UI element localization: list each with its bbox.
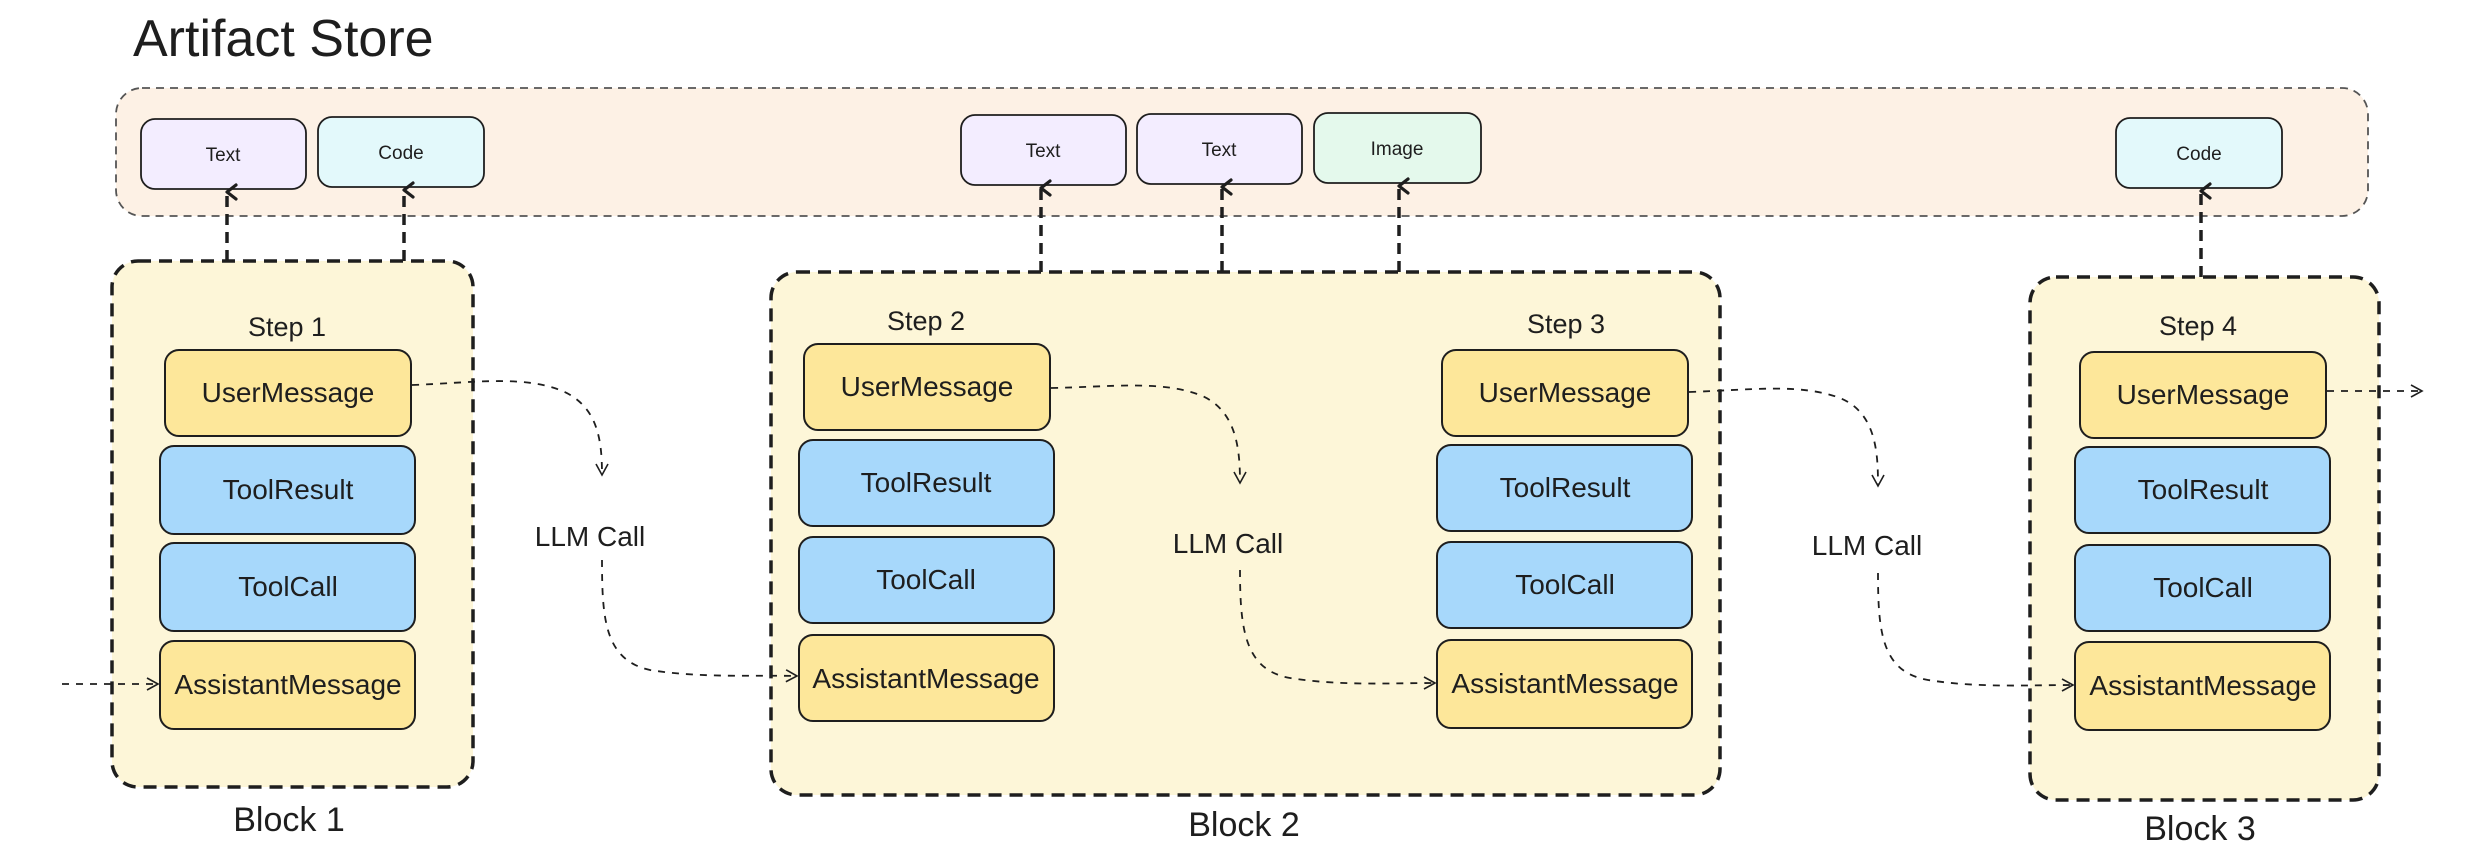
- artifact-storage-arrows: [225, 177, 2212, 277]
- svg-text:AssistantMessage: AssistantMessage: [2089, 670, 2316, 701]
- svg-text:UserMessage: UserMessage: [1479, 377, 1652, 408]
- tool-result-card: ToolResult: [1436, 444, 1693, 532]
- llm-call-label: LLM Call: [1812, 530, 1922, 561]
- svg-text:ToolResult: ToolResult: [1500, 472, 1631, 503]
- svg-text:ToolCall: ToolCall: [1515, 569, 1615, 600]
- assistant-message-card: AssistantMessage: [2074, 641, 2331, 731]
- svg-text:UserMessage: UserMessage: [2117, 379, 2290, 410]
- svg-text:AssistantMessage: AssistantMessage: [812, 663, 1039, 694]
- svg-text:Text: Text: [1026, 141, 1062, 162]
- svg-text:ToolCall: ToolCall: [238, 571, 338, 602]
- artifact-chip-code: Code: [2115, 117, 2283, 189]
- svg-text:ToolCall: ToolCall: [876, 564, 976, 595]
- assistant-message-card: AssistantMessage: [798, 634, 1055, 722]
- svg-text:UserMessage: UserMessage: [202, 377, 375, 408]
- tool-result-card: ToolResult: [159, 445, 416, 535]
- svg-text:AssistantMessage: AssistantMessage: [174, 669, 401, 700]
- step-label: Step 1: [248, 312, 326, 342]
- tool-call-card: ToolCall: [798, 536, 1055, 624]
- user-message-card: UserMessage: [164, 349, 412, 437]
- block-label: Block 1: [233, 801, 345, 839]
- block-label: Block 3: [2144, 810, 2256, 848]
- step-label: Step 4: [2159, 311, 2237, 341]
- artifact-chip-text: Text: [960, 114, 1127, 186]
- artifact-chip-text: Text: [1136, 113, 1303, 185]
- tool-call-card: ToolCall: [1436, 541, 1693, 629]
- step-label: Step 2: [887, 306, 965, 336]
- step-label: Step 3: [1527, 309, 1605, 339]
- assistant-message-card: AssistantMessage: [159, 640, 416, 730]
- svg-text:AssistantMessage: AssistantMessage: [1451, 668, 1678, 699]
- artifact-chip-code: Code: [317, 116, 485, 188]
- svg-text:ToolResult: ToolResult: [2138, 474, 2269, 505]
- artifact-chip-text: Text: [140, 118, 307, 190]
- tool-call-card: ToolCall: [159, 542, 416, 632]
- svg-text:ToolResult: ToolResult: [861, 467, 992, 498]
- user-message-card: UserMessage: [1441, 349, 1689, 437]
- svg-text:Text: Text: [206, 145, 242, 166]
- tool-call-card: ToolCall: [2074, 544, 2331, 632]
- artifact-chip-image: Image: [1313, 112, 1482, 184]
- svg-text:ToolCall: ToolCall: [2153, 572, 2253, 603]
- tool-result-card: ToolResult: [2074, 446, 2331, 534]
- page-title: Artifact Store: [133, 10, 434, 68]
- user-message-card: UserMessage: [803, 343, 1051, 431]
- svg-text:Code: Code: [378, 143, 423, 164]
- assistant-message-card: AssistantMessage: [1436, 639, 1693, 729]
- svg-text:ToolResult: ToolResult: [223, 474, 354, 505]
- svg-text:UserMessage: UserMessage: [841, 371, 1014, 402]
- svg-text:Image: Image: [1371, 139, 1424, 160]
- svg-text:Code: Code: [2176, 144, 2221, 165]
- llm-call-label: LLM Call: [535, 521, 645, 552]
- block-label: Block 2: [1188, 806, 1300, 844]
- svg-text:Text: Text: [1202, 140, 1238, 161]
- user-message-card: UserMessage: [2079, 351, 2327, 439]
- tool-result-card: ToolResult: [798, 439, 1055, 527]
- llm-call-label: LLM Call: [1173, 528, 1283, 559]
- flow-arrows: [62, 380, 2424, 692]
